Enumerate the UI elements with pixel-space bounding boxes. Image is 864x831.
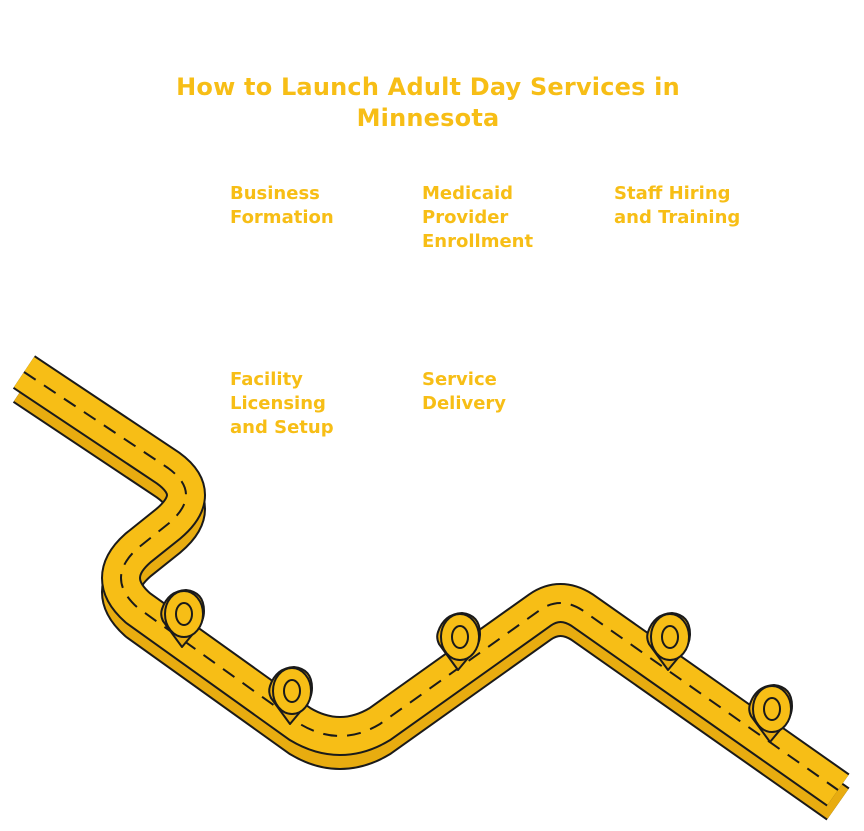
map-pin-icon bbox=[436, 612, 481, 671]
step-label-business-formation: Business Formation bbox=[230, 183, 334, 228]
map-pin-icon bbox=[748, 684, 793, 743]
map-pin-icon bbox=[160, 589, 205, 648]
map-pin-icon bbox=[646, 612, 691, 671]
step-label-service-delivery: Service Delivery bbox=[422, 369, 507, 414]
map-pin-icon bbox=[268, 666, 313, 725]
step-label-staff-hiring: Staff Hiring and Training bbox=[614, 183, 741, 228]
step-label-facility-licensing: Facility Licensing and Setup bbox=[230, 369, 334, 438]
diagram-title: How to Launch Adult Day Services in Minn… bbox=[176, 73, 680, 132]
step-label-medicaid-enrollment: Medicaid Provider Enrollment bbox=[422, 183, 534, 252]
